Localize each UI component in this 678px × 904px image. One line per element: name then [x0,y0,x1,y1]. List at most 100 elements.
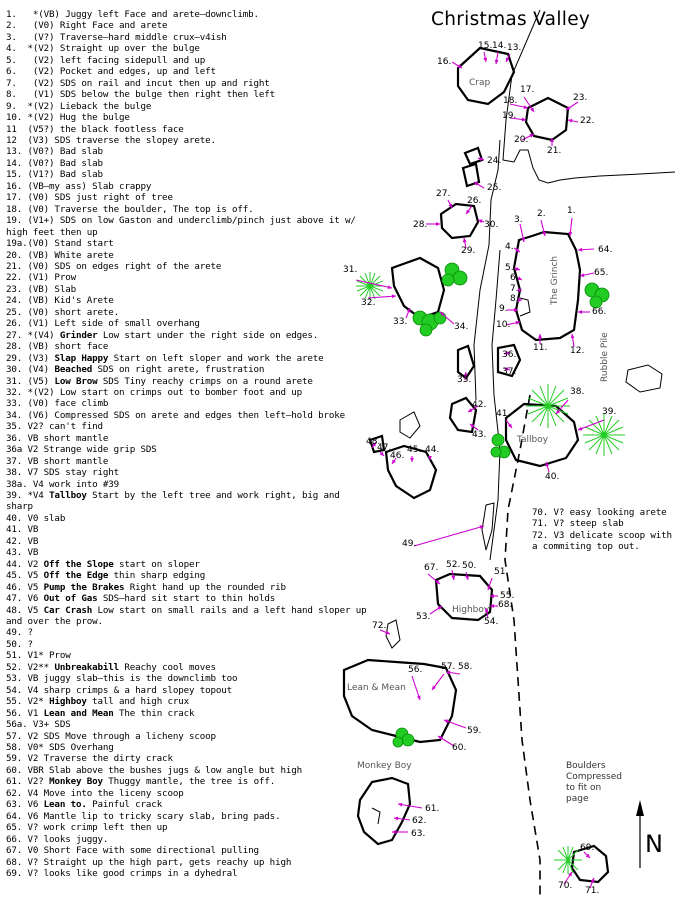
route-number-label: 37. [502,367,516,377]
svg-text:Boulders: Boulders [566,761,606,771]
arrow-head [406,308,411,313]
route-entry: 4. *(V2) Straight up over the bulge [6,43,200,55]
boulder-label-crap: Crap [469,78,490,88]
bush-icon [490,433,511,459]
arrow-head [416,695,421,700]
route-entry: 28. (VB) short face [6,341,109,353]
arrow-head [568,872,572,877]
route-number-label: 13. [507,43,521,53]
route-number-label: 67. [424,563,438,573]
arrow-head [578,247,583,252]
arrow-head [398,802,403,807]
route-number-label: 64. [598,245,612,255]
route-entry: 11 (V5?) the black footless face [6,123,184,135]
route-number-label: 42. [472,400,486,410]
route-entry: 1. *(VB) Juggy left Face and arete—downc… [6,9,259,20]
arrow-head [550,138,554,143]
route-entry: 22. (V1) Prow [6,272,76,284]
route-number-label: 53. [416,612,430,622]
route-number-label: 8. [510,294,519,304]
route-number-label: 71. [585,886,599,896]
arrow-head [578,310,583,314]
route-entry: 36. VB short mantle [6,432,109,444]
boulder-monkey-boy [356,776,412,846]
route-number-label: 49. [402,539,416,549]
arrow-head [517,298,522,302]
route-number-label: 55. [500,591,514,601]
arrow-head [517,288,522,292]
trail-dashed [504,394,541,900]
route-entry: 52. V2** Unbreakabill Reachy cool moves [6,661,216,673]
route-number-label: 11. [533,343,547,353]
route-entry: 38. V7 SDS stay right [6,467,120,479]
route-number-label: 59. [467,726,481,736]
boulder-48 [368,434,386,454]
route-number-label: 17. [520,85,534,95]
route-entry: 26. (V1) Left side of small overhang [6,318,200,330]
route-entry: 42. VB [6,535,39,547]
arrow-head [451,575,456,580]
small-rock [399,411,421,439]
route-entry: 47. V6 Out of Gas SDS—hard sit start to … [6,593,276,605]
route-number-label: 69. [580,843,594,853]
route-entry: 55. V2* Highboy tall and high crux [6,696,189,708]
arrow-head [428,455,432,460]
arrow-head [438,736,443,740]
arrow-head [394,816,399,821]
boulder-36-37 [496,343,522,378]
arrow-head [468,408,473,412]
arrow-head [490,604,495,608]
route-number-label: 58. [458,662,472,672]
route-number-label: 25. [487,183,501,193]
arrow-head [392,459,396,464]
route-number-label: 51. [494,567,508,577]
arrow-head [385,630,390,635]
arrow-head [556,409,561,414]
arrow-head [542,231,546,236]
route-entry: 13. (V0?) Bad slab [6,146,103,158]
route-entry: 49. ? [6,627,33,639]
route-number-label: 56. [408,665,422,675]
page-title: Christmas Valley [431,9,591,30]
arrow-head [490,594,495,598]
arrow-head [440,312,445,317]
route-number-label: 15. [478,41,492,51]
route-number-label: 33. [393,317,407,327]
route-entry: 63. V6 Lean to. Painful crack [6,799,163,811]
boulder-44-48 [384,444,438,500]
route-number-label: 48. [366,437,380,447]
arrow-head [487,585,492,590]
arrow-head [387,285,392,290]
route-number-label: 54. [484,617,498,627]
route-entry: 35. V2? can't find [6,421,103,433]
arrow-head [578,426,583,431]
arrow-head [463,372,468,377]
tree-icon [554,846,582,874]
route-number-label: 63. [411,829,425,839]
route-entry: 66. V? looks juggy. [6,833,109,845]
bush-icon [441,262,468,287]
route-number-label: 41. [496,409,510,419]
boulder-crap [456,46,516,106]
arrow-head [435,579,440,584]
route-number-label: 52. [446,560,460,570]
boulder-24 [463,146,484,166]
route-entry: 3. (V?) Traverse—hard middle crux—v4ish [6,31,227,43]
route-entry: 33. (V0) face climb [6,398,109,410]
arrow-head [479,525,484,529]
arrow-head [515,266,520,271]
arrow-head [437,606,442,610]
arrow-head [484,608,489,613]
route-entry: 10. *(V2) Hug the bulge [6,112,130,124]
route-number-label: 14. [492,41,506,51]
arrow-head [530,107,534,112]
arrow-head [444,719,449,724]
arrow-head [470,424,475,428]
route-entry: 45. V5 Off the Edge thin sharp edging [6,570,206,582]
bush-icon [584,282,610,309]
route-entry: 67. V0 Short Face with some directional … [6,845,259,857]
route-number-label: 46. [390,451,404,461]
boulder-17-23 [524,96,570,142]
tree-icon [356,272,384,300]
